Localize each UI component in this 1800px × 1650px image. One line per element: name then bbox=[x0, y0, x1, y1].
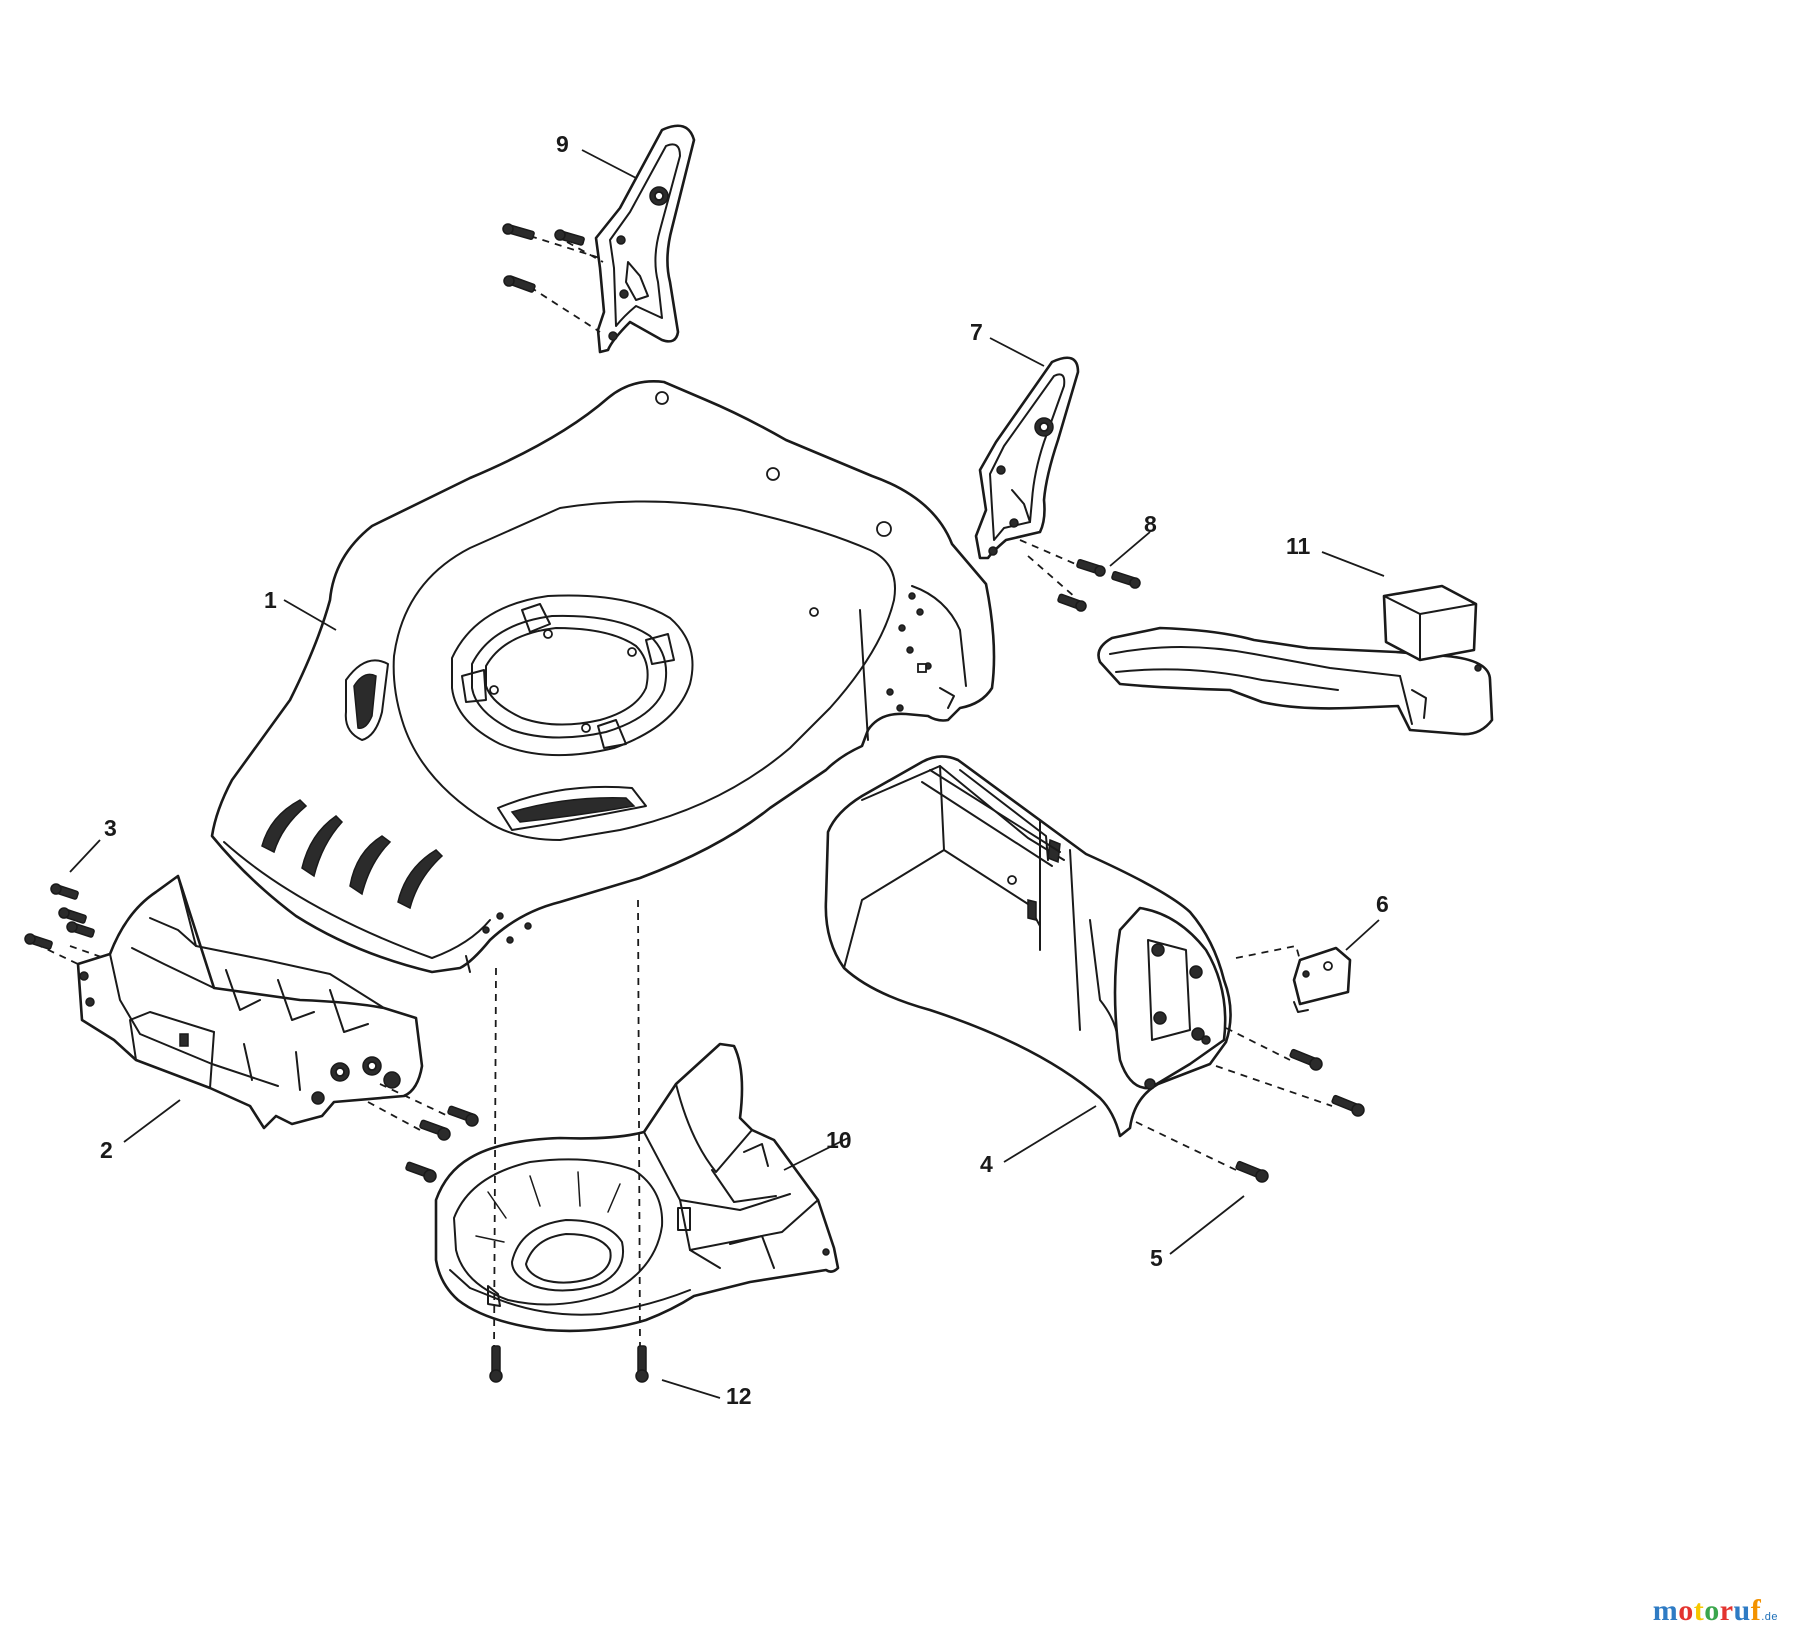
callout-1: 1 bbox=[264, 587, 277, 613]
part-12-screws bbox=[489, 899, 649, 1383]
screw-icon bbox=[1235, 1160, 1269, 1183]
screw-icon bbox=[66, 921, 95, 938]
callout-5: 5 bbox=[1150, 1245, 1163, 1271]
part-3-screws bbox=[24, 883, 105, 967]
part-9-handle-bracket bbox=[594, 124, 696, 354]
callout-10: 10 bbox=[826, 1127, 852, 1153]
screw-icon bbox=[447, 1105, 479, 1127]
screw-icon bbox=[50, 883, 79, 900]
part-2-front-bracket bbox=[76, 874, 424, 1130]
callout-labels: 1 2 3 4 5 6 7 8 9 10 11 12 bbox=[100, 131, 1389, 1409]
screw-icon bbox=[24, 933, 53, 950]
part-6-latch-plate bbox=[1235, 944, 1352, 1013]
part-4-discharge-chute bbox=[824, 755, 1232, 1138]
screw-icon bbox=[419, 1119, 451, 1141]
screw-icon bbox=[1057, 593, 1087, 612]
callout-12: 12 bbox=[726, 1383, 752, 1409]
logo-wordmark: motoruf bbox=[1652, 1594, 1762, 1627]
part-7-handle-bracket bbox=[974, 356, 1080, 560]
part-2-screws bbox=[367, 1083, 479, 1183]
logo-domain-suffix: .de bbox=[1761, 1611, 1778, 1623]
part-1-deck-housing bbox=[210, 380, 996, 974]
part-9-screws bbox=[502, 223, 604, 333]
part-5-screws bbox=[1135, 1027, 1365, 1183]
screw-icon bbox=[1289, 1048, 1323, 1071]
screw-icon bbox=[503, 275, 536, 293]
screw-icon bbox=[502, 223, 535, 240]
screw-icon bbox=[489, 1345, 503, 1383]
screw-icon bbox=[1076, 558, 1106, 577]
callout-4: 4 bbox=[980, 1151, 993, 1177]
part-8-screws bbox=[1019, 539, 1141, 612]
callout-3: 3 bbox=[104, 815, 117, 841]
screw-icon bbox=[554, 229, 585, 246]
callout-7: 7 bbox=[970, 319, 983, 345]
leader-lines bbox=[69, 149, 1385, 1399]
part-11-mulch-plug bbox=[1097, 584, 1494, 736]
screw-icon bbox=[58, 907, 87, 924]
screw-icon bbox=[1331, 1094, 1365, 1117]
callout-9: 9 bbox=[556, 131, 569, 157]
callout-2: 2 bbox=[100, 1137, 113, 1163]
callout-11: 11 bbox=[1286, 533, 1311, 559]
part-10-baffle bbox=[434, 1042, 840, 1333]
screw-icon bbox=[405, 1161, 437, 1183]
callout-6: 6 bbox=[1376, 891, 1389, 917]
screw-icon bbox=[1111, 570, 1141, 589]
callout-8: 8 bbox=[1144, 511, 1157, 537]
screw-icon bbox=[635, 1345, 649, 1383]
motoruf-logo: motoruf.de bbox=[1653, 1594, 1778, 1628]
